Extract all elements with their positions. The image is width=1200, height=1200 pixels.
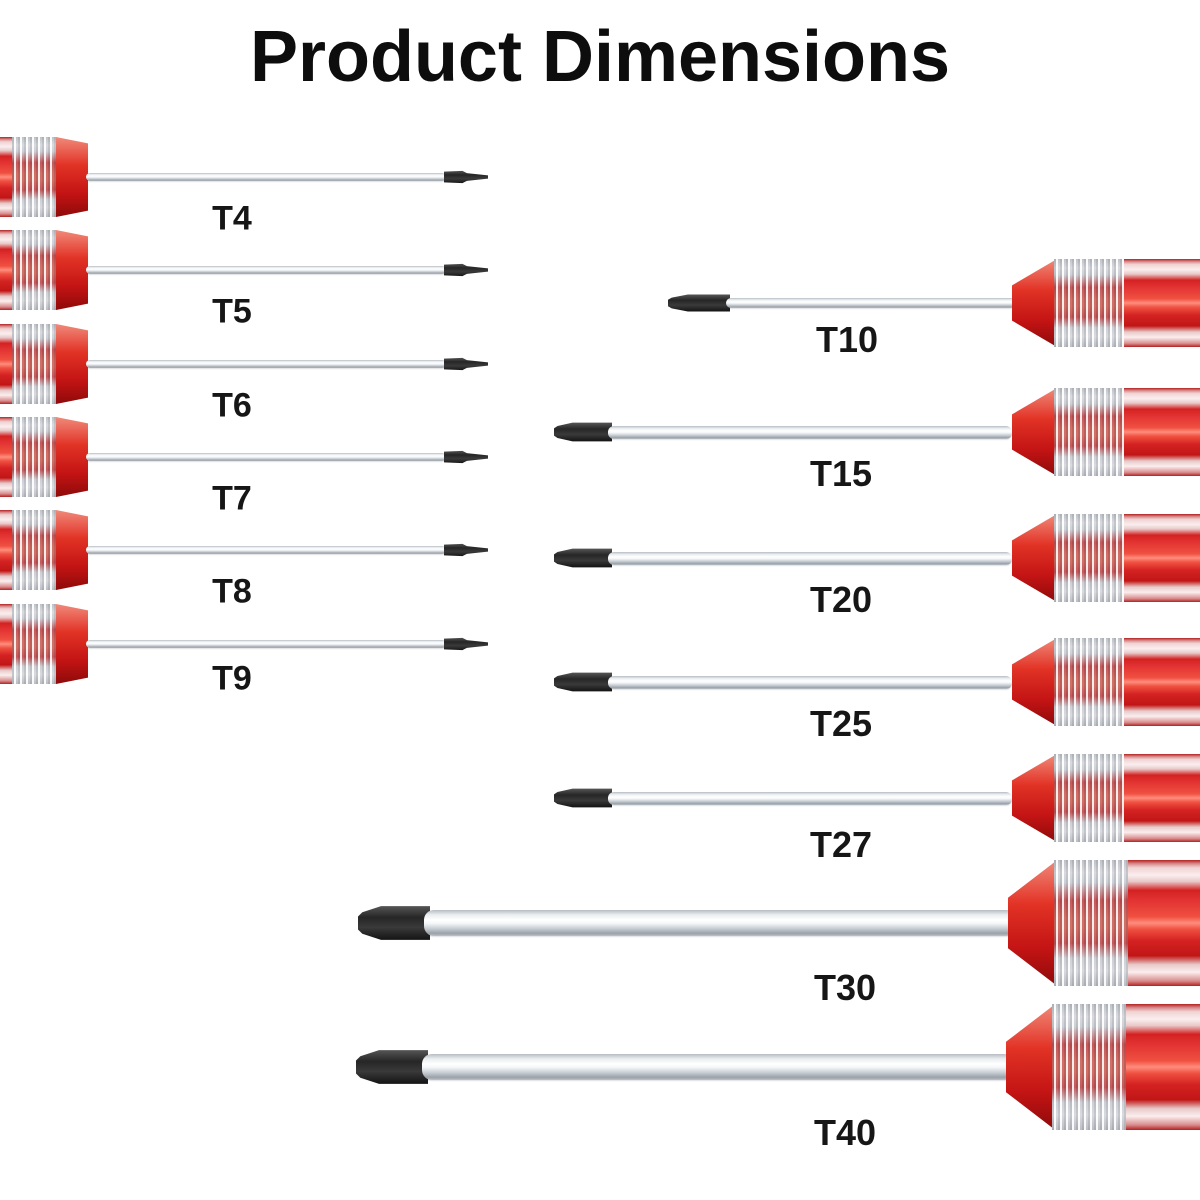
size-label: T5 (212, 292, 252, 331)
size-label: T7 (212, 479, 252, 518)
handle-body (0, 510, 12, 590)
screwdriver-shaft (86, 173, 446, 181)
screwdriver-shaft (608, 676, 1012, 689)
handle-body (0, 324, 12, 404)
handle-body (0, 604, 12, 684)
handle-ferrule (56, 604, 88, 684)
torx-tip (356, 1050, 428, 1084)
screwdriver-handle (1008, 860, 1200, 986)
screwdriver-shaft (726, 298, 1016, 308)
screwdriver-shaft (86, 266, 446, 274)
handle-collar (1054, 638, 1124, 726)
screwdriver-handle (0, 137, 88, 217)
handle-collar (1054, 259, 1124, 347)
torx-tip (554, 788, 612, 808)
size-label: T30 (813, 967, 877, 1008)
screwdriver-shaft (86, 360, 446, 368)
screwdriver-handle (0, 324, 88, 404)
size-label: T20 (809, 579, 873, 620)
screwdriver-handle (1012, 259, 1200, 347)
screwdriver-shaft (424, 910, 1016, 936)
handle-collar (1054, 514, 1124, 602)
screwdriver-shaft (86, 546, 446, 554)
page-title: Product Dimensions (249, 17, 951, 97)
screwdriver-shaft (608, 426, 1012, 439)
size-label: T40 (813, 1112, 877, 1153)
handle-ferrule (1012, 639, 1054, 725)
size-label: T4 (212, 199, 252, 238)
size-label: T25 (809, 703, 873, 744)
handle-ferrule (56, 417, 88, 497)
torx-tip (554, 672, 612, 692)
screwdriver-shaft (86, 453, 446, 461)
handle-collar (12, 230, 56, 310)
screwdriver-handle (0, 510, 88, 590)
handle-collar (12, 417, 56, 497)
screwdriver-handle (1012, 754, 1200, 842)
screwdriver-handle (1012, 638, 1200, 726)
handle-ferrule (1006, 1006, 1052, 1128)
torx-tip (554, 422, 612, 442)
size-label: T6 (212, 386, 252, 425)
handle-collar (1054, 860, 1128, 986)
handle-collar (12, 324, 56, 404)
handle-collar (1054, 754, 1124, 842)
handle-ferrule (1012, 389, 1054, 475)
handle-body (0, 137, 12, 217)
handle-ferrule (1008, 862, 1054, 984)
torx-tip (444, 170, 488, 184)
torx-tip (668, 294, 730, 312)
handle-collar (1052, 1004, 1126, 1130)
screwdriver-handle (0, 230, 88, 310)
handle-body (1128, 860, 1200, 986)
torx-tip (554, 548, 612, 568)
size-label: T8 (212, 572, 252, 611)
handle-collar (12, 137, 56, 217)
screwdriver-handle (1006, 1004, 1200, 1130)
screwdriver-handle (0, 604, 88, 684)
handle-body (1124, 754, 1200, 842)
torx-tip (358, 906, 430, 940)
torx-tip (444, 450, 488, 464)
handle-body (1124, 259, 1200, 347)
screwdriver-shaft (422, 1054, 1014, 1080)
handle-body (1124, 514, 1200, 602)
screwdriver-handle (1012, 388, 1200, 476)
handle-body (0, 230, 12, 310)
handle-ferrule (1012, 515, 1054, 601)
handle-collar (12, 510, 56, 590)
screwdriver-handle (0, 417, 88, 497)
handle-body (1124, 388, 1200, 476)
size-label: T15 (809, 453, 873, 494)
size-label: T27 (809, 824, 873, 865)
handle-ferrule (56, 324, 88, 404)
torx-tip (444, 357, 488, 371)
torx-tip (444, 543, 488, 557)
handle-body (1126, 1004, 1200, 1130)
handle-body (0, 417, 12, 497)
screwdriver-shaft (86, 640, 446, 648)
handle-ferrule (1012, 755, 1054, 841)
size-label: T10 (815, 319, 879, 360)
handle-ferrule (1012, 260, 1054, 346)
screwdriver-shaft (608, 792, 1012, 805)
screwdriver-handle (1012, 514, 1200, 602)
torx-tip (444, 263, 488, 277)
handle-collar (12, 604, 56, 684)
size-label: T9 (212, 659, 252, 698)
handle-body (1124, 638, 1200, 726)
handle-ferrule (56, 137, 88, 217)
handle-ferrule (56, 510, 88, 590)
torx-tip (444, 637, 488, 651)
screwdriver-shaft (608, 552, 1012, 565)
handle-ferrule (56, 230, 88, 310)
handle-collar (1054, 388, 1124, 476)
